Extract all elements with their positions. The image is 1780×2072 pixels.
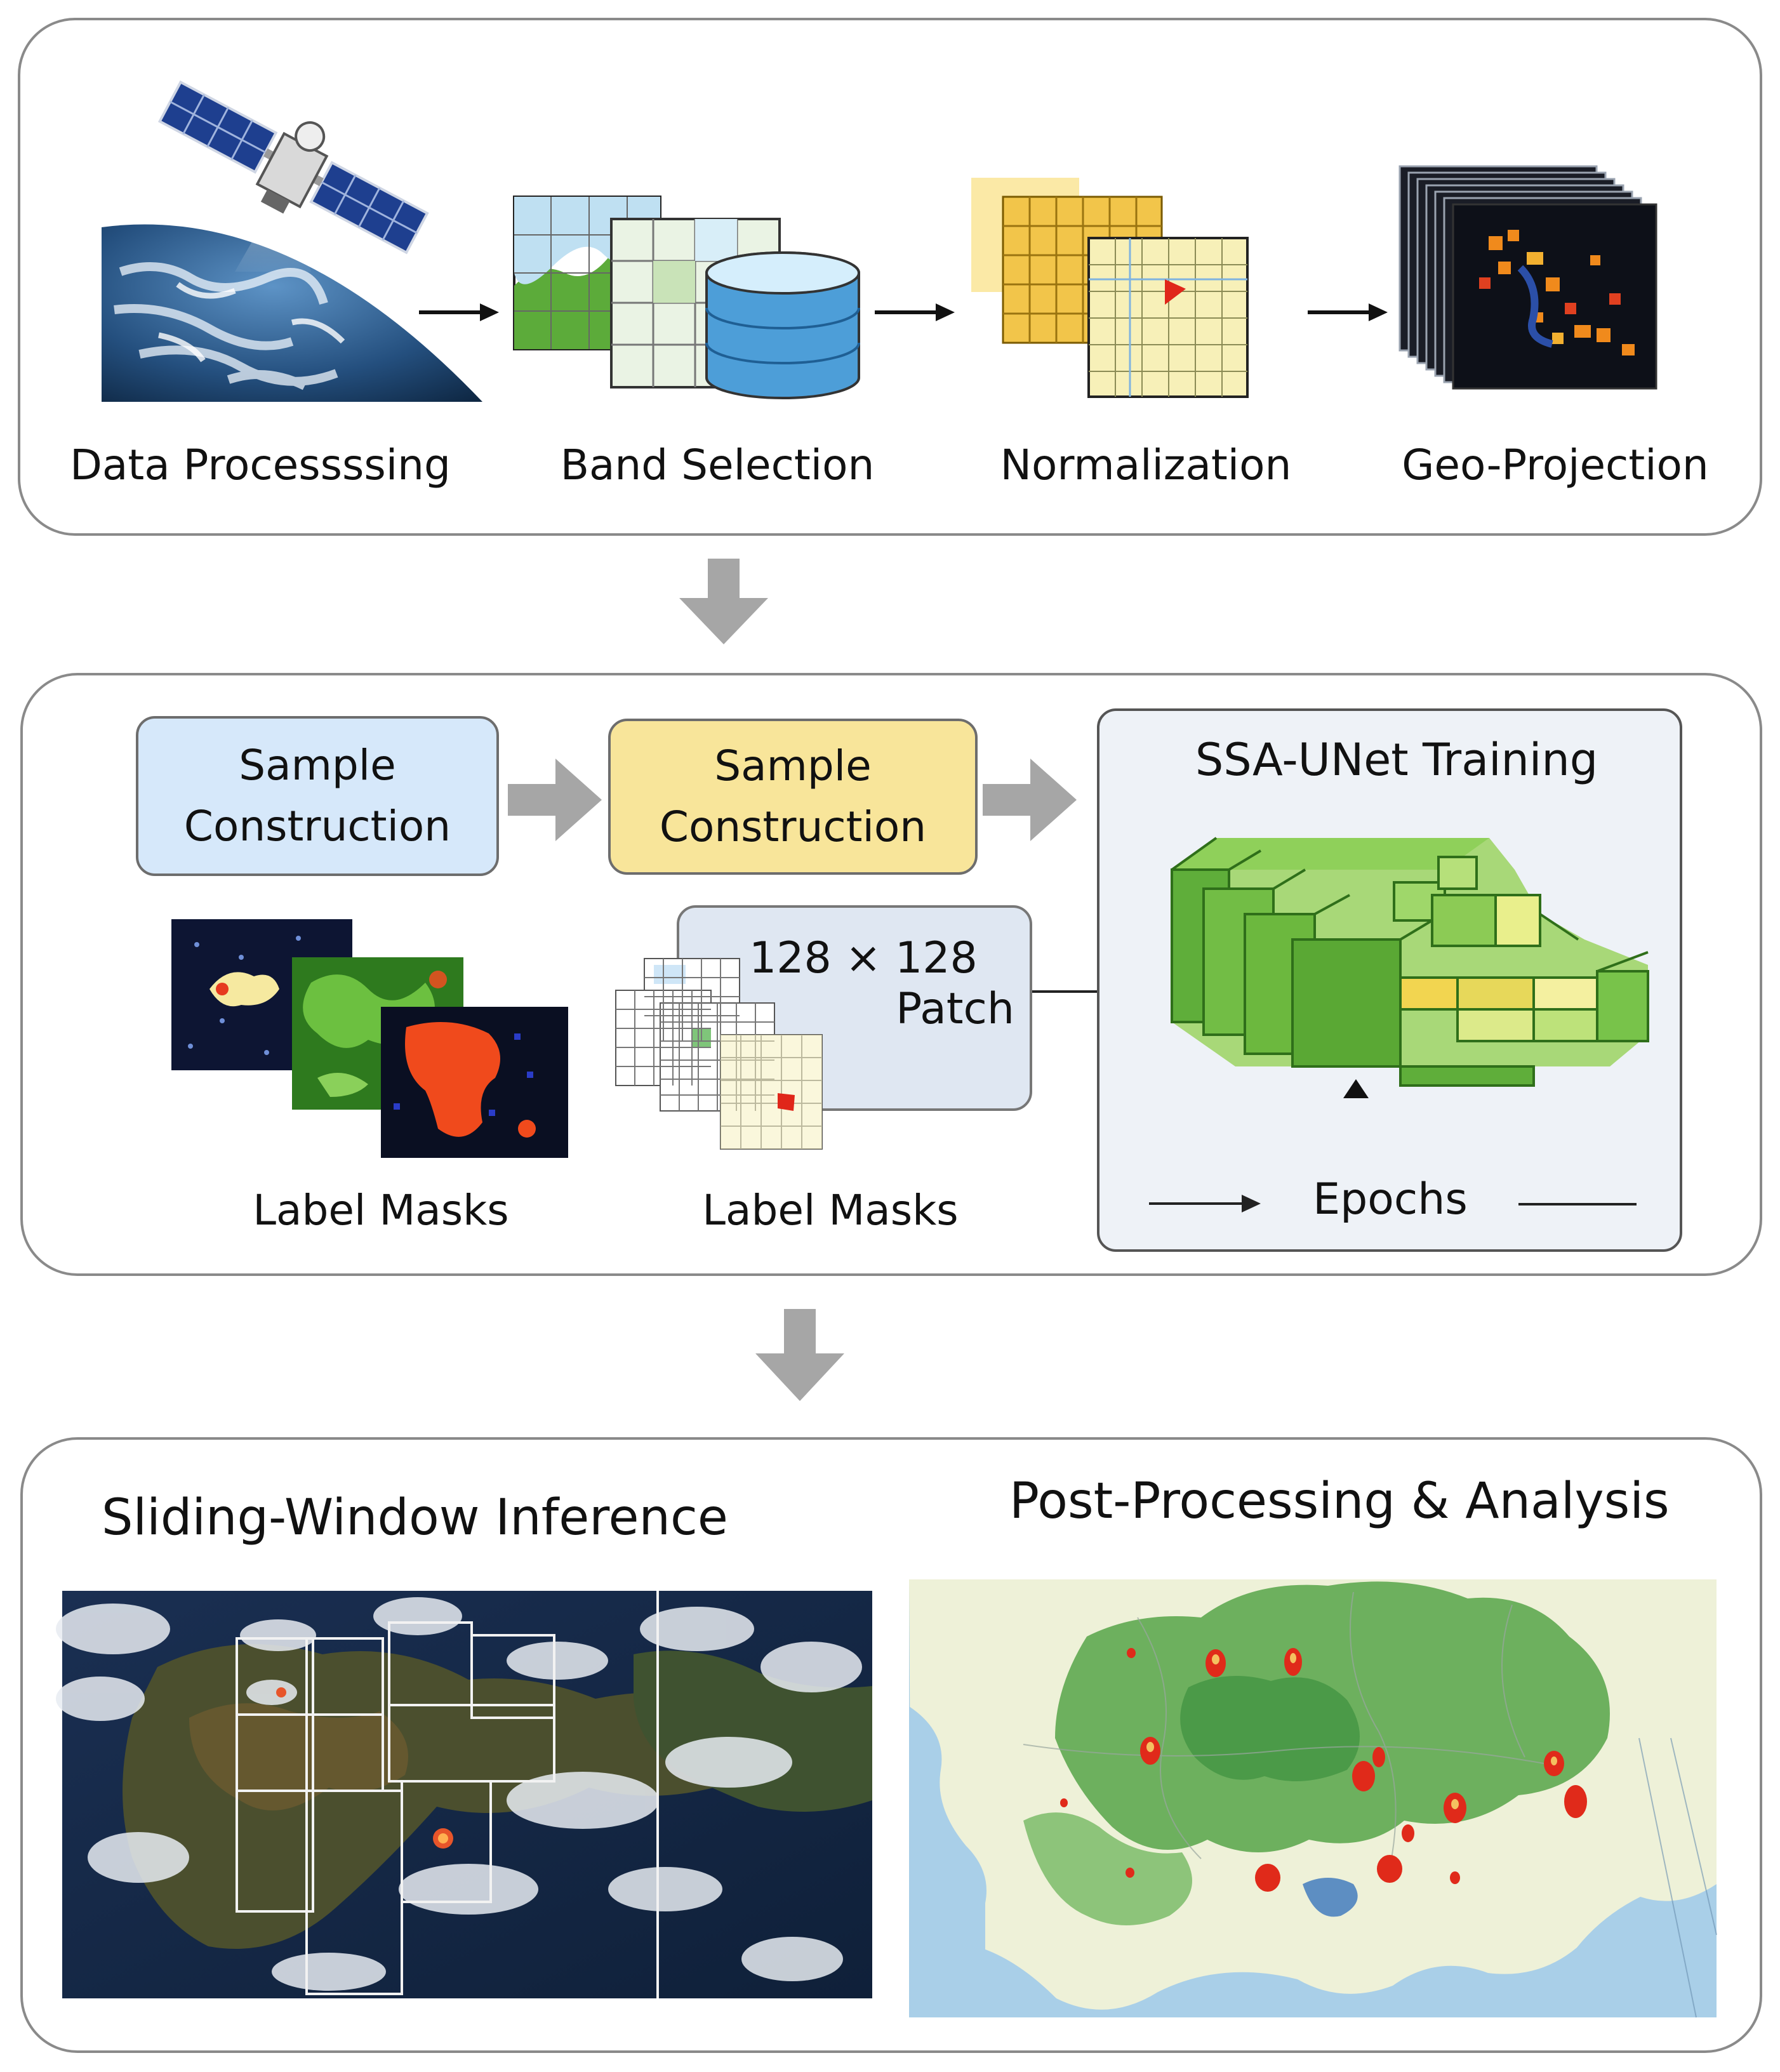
projected-raster-stack-icon [1400, 166, 1666, 395]
sample-construction-box-2: Sample Construction [608, 719, 978, 875]
post-processing-title: Post-Processing & Analysis [1009, 1473, 1670, 1530]
sliding-window-title: Sliding-Window Inference [102, 1489, 728, 1546]
arrow-band-selection [419, 300, 501, 325]
epochs-line-right [1518, 1201, 1639, 1207]
normalized-grid-icon [971, 178, 1257, 400]
stage-label-geo-projection: Geo-Projection [1365, 441, 1746, 489]
patch-word-text: Patch [896, 984, 1014, 1035]
label-masks-mid-label: Label Masks [640, 1186, 1021, 1235]
arrow-geo-projection [1308, 300, 1390, 325]
flow-arrow-down-2 [755, 1309, 844, 1404]
stage-label-normalization: Normalization [955, 441, 1336, 489]
label-masks-stack-icon [171, 919, 571, 1160]
band-layers-database-icon [513, 190, 862, 400]
arrow-normalization [875, 300, 957, 325]
post-processing-map [909, 1579, 1717, 2017]
box2-line1: Sample [660, 736, 926, 797]
sliding-window-satellite-image [62, 1591, 872, 1998]
box1-line2: Construction [184, 796, 451, 857]
box2-line2: Construction [660, 797, 926, 858]
ssa-unet-title: SSA-UNet Training [1143, 734, 1650, 786]
epochs-label: Epochs [1270, 1174, 1511, 1225]
unet-model-icon [1159, 832, 1654, 1105]
box1-line1: Sample [184, 735, 451, 796]
flow-arrow-down-1 [679, 559, 768, 648]
flow-arrow-right-2 [983, 759, 1078, 841]
epochs-arrow-left [1149, 1191, 1263, 1216]
flow-arrow-right-1 [508, 759, 603, 841]
satellite-earth-icon [102, 81, 482, 405]
stage-label-data-processing: Data Processssing [70, 441, 451, 489]
sample-construction-box-1: Sample Construction [136, 716, 499, 876]
label-masks-left-label: Label Masks [190, 1186, 571, 1235]
patch-grids-icon [616, 952, 851, 1155]
stage-label-band-selection: Band Selection [527, 441, 908, 489]
